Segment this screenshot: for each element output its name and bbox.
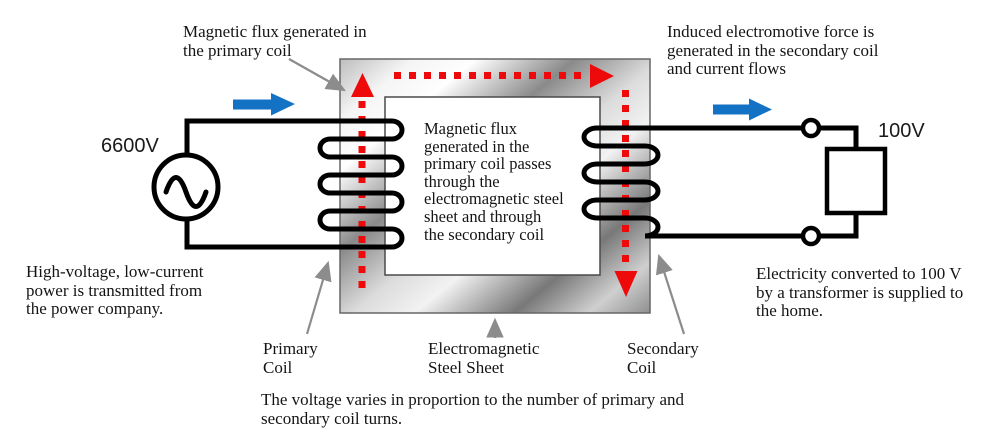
terminal-bottom — [800, 225, 822, 247]
label-secondary-voltage: 100V — [878, 120, 925, 142]
note-electricity: Electricity converted to 100 V by a tran… — [756, 264, 964, 321]
label-core-text: Magnetic flux generated in the primary c… — [424, 119, 564, 244]
label-flux-primary: Magnetic flux generated in the primary c… — [183, 22, 367, 60]
note-high-voltage: High-voltage, low-current power is trans… — [26, 262, 204, 319]
current-arrow-left-icon — [233, 93, 295, 116]
secondary-circuit-wire — [581, 125, 859, 239]
primary-circuit-wire — [184, 118, 405, 250]
note-voltage-varies: The voltage varies in proportion to the … — [261, 390, 684, 428]
flux-arrow-down-icon — [614, 271, 638, 297]
label-induced-emf: Induced electromotive force is generated… — [667, 22, 879, 79]
label-secondary-coil: Secondary Coil — [627, 339, 699, 377]
flux-arrow-right-icon — [590, 64, 614, 88]
flux-arrow-up-icon — [351, 73, 374, 97]
pointer-primary-coil — [305, 260, 332, 335]
pointer-flux-primary — [288, 58, 346, 92]
label-steel-sheet: Electromagnetic Steel Sheet — [428, 339, 540, 377]
load-box — [824, 146, 888, 216]
ac-sine-icon — [163, 175, 209, 209]
label-primary-coil: Primary Coil — [263, 339, 318, 377]
core-window — [384, 96, 601, 276]
label-primary-voltage: 6600V — [101, 135, 159, 157]
pointer-secondary-coil — [655, 253, 686, 335]
terminal-top — [800, 117, 822, 139]
current-arrow-right-icon — [713, 98, 772, 121]
